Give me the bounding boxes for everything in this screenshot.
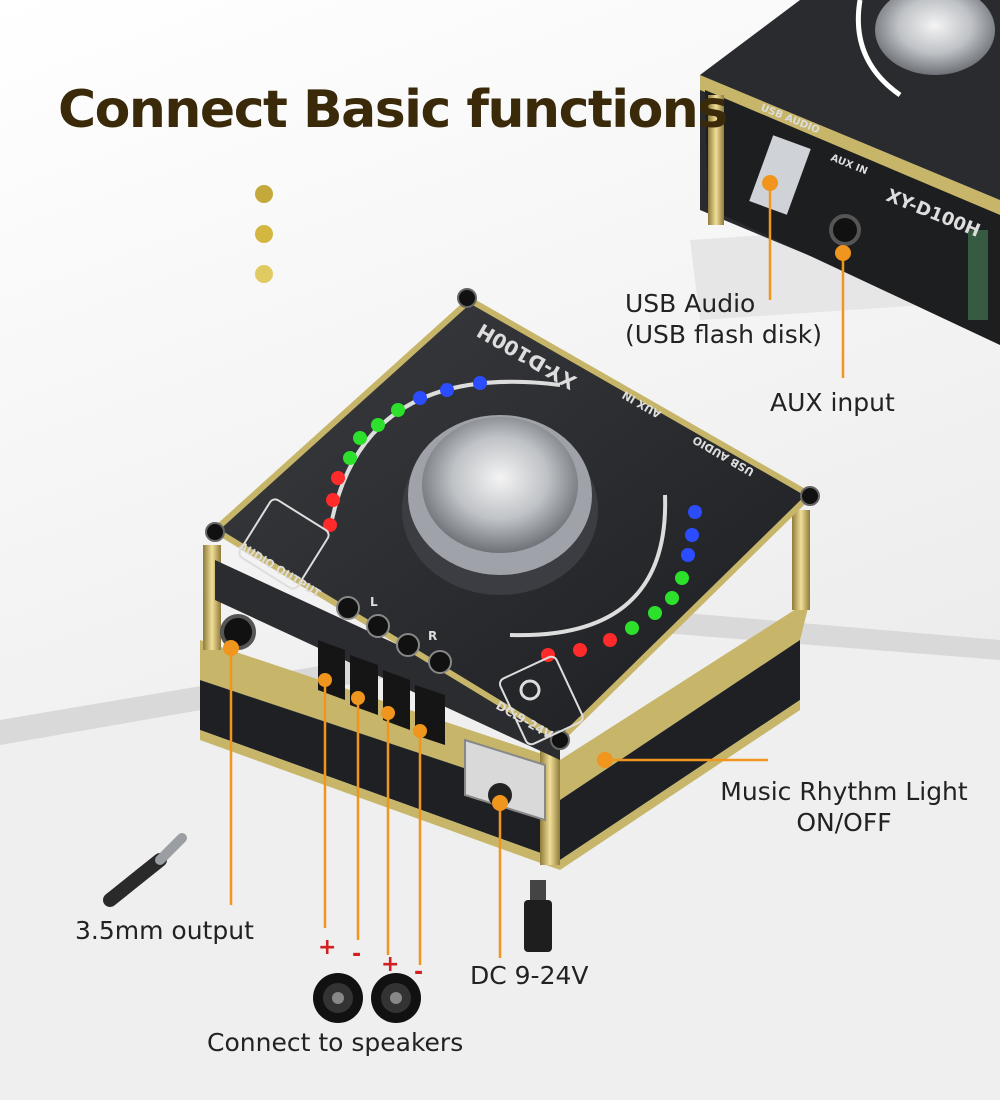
sign-right-plus: + [381, 952, 400, 977]
silk-aux-in: AUX IN [620, 388, 663, 421]
silk-right: R [428, 629, 437, 643]
callout-lines [229, 183, 845, 965]
label-usb-audio-line1: USB Audio [625, 289, 756, 318]
label-usb-audio-line2: (USB flash disk) [625, 320, 822, 349]
silk-aux-in-top: AUX IN [829, 153, 869, 178]
board-model-top-label: XY-D100H [883, 185, 983, 242]
bullet-dot [255, 185, 273, 203]
bullet-dot [255, 225, 273, 243]
sign-left-minus: - [352, 942, 362, 967]
callout-dots [223, 175, 851, 811]
board-model-label: XY-D100H [473, 318, 581, 394]
label-rhythm-line1: Music Rhythm Light [720, 777, 968, 806]
sign-left-plus: + [318, 935, 337, 960]
sign-right-minus: - [414, 960, 424, 985]
plug-35mm-image [103, 833, 187, 907]
top-board [700, 0, 1000, 345]
page-title: Connect Basic functions [58, 80, 728, 140]
silk-usb-audio-top: USB AUDIO [759, 103, 821, 137]
label-rhythm-line2: ON/OFF [796, 808, 892, 837]
label-rhythm-light: Music Rhythm Light ON/OFF [715, 776, 973, 838]
speaker-icons [313, 973, 421, 1023]
silk-left: L [370, 595, 378, 609]
dc-plug-image [524, 880, 552, 952]
label-speakers: Connect to speakers [207, 1028, 464, 1057]
bullet-dot [255, 265, 273, 283]
silk-dc: DC:9-24V [494, 698, 556, 742]
silk-audio-output: AUDIO OUTPUT [236, 540, 323, 601]
label-usb-audio: USB Audio (USB flash disk) [625, 288, 822, 350]
label-35mm-output: 3.5mm output [75, 916, 254, 945]
label-aux-input: AUX input [770, 388, 895, 417]
silk-usb-audio: USB AUDIO [690, 433, 756, 479]
label-dc-input: DC 9-24V [470, 961, 589, 990]
